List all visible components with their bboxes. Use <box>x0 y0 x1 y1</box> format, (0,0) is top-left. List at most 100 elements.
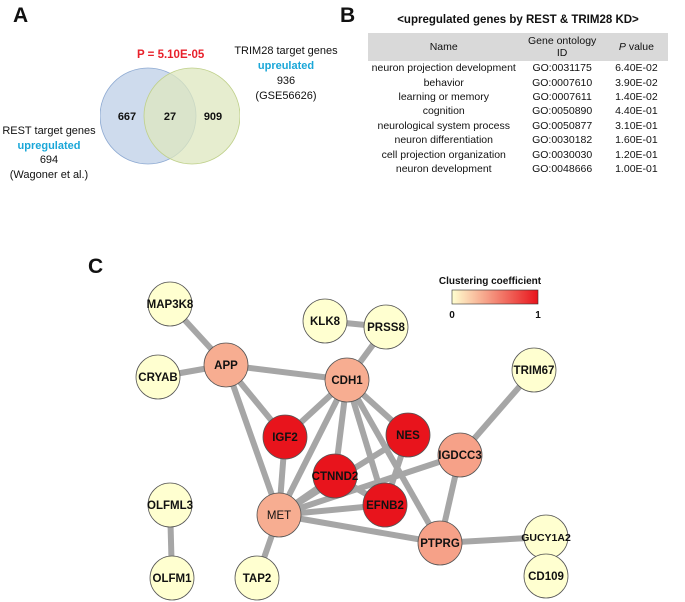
go-table-row: neuron development GO:0048666 1.00E-01 <box>368 162 668 176</box>
edge-met-ptprg <box>278 512 441 546</box>
go-term-id: GO:0030030 <box>532 148 593 161</box>
node-cryab: CRYAB <box>135 354 181 400</box>
node-nes: NES <box>385 412 431 458</box>
node-label: MET <box>267 510 291 522</box>
node-label: TRIM67 <box>514 365 555 377</box>
node-circle <box>147 482 193 528</box>
go-term-id: GO:0031175 <box>532 62 592 75</box>
node-circle <box>312 453 358 499</box>
node-circle <box>262 414 308 460</box>
edge-app-met <box>223 364 282 516</box>
edge-cdh1-met <box>276 378 350 517</box>
go-table-header: Name Gene ontology ID P value <box>368 33 668 61</box>
node-tap2: TAP2 <box>234 555 280 601</box>
go-term-id: GO:0050877 <box>532 119 593 132</box>
node-label: KLK8 <box>310 316 341 328</box>
legend-min-label: 0 <box>449 310 455 321</box>
panel-label-c: C <box>88 255 104 278</box>
rest-target-total: 694 <box>39 154 59 166</box>
node-igf2: IGF2 <box>262 414 308 460</box>
go-term-name: cell projection organization <box>381 148 506 161</box>
go-term-name: neuron development <box>395 162 492 175</box>
go-table-body: neuron projection development GO:0031175 6… <box>368 61 668 176</box>
panel-label-b: B <box>340 4 356 27</box>
rest-target-title: REST target genes <box>2 125 96 137</box>
header-name: Name <box>368 33 520 61</box>
node-label: PRSS8 <box>367 322 405 334</box>
go-table-row: cell projection organization GO:0030030 1.… <box>368 147 668 161</box>
node-efnb2: EFNB2 <box>362 482 408 528</box>
node-circle <box>437 432 483 478</box>
node-label: IGDCC3 <box>438 450 481 462</box>
go-term-name: neuron differentiation <box>394 134 493 147</box>
header-p-value: P value <box>604 33 668 61</box>
venn-count-overlap: 27 <box>164 111 176 123</box>
go-table-title: <upregulated genes by REST & TRIM28 KD> <box>397 14 639 26</box>
node-met: MET <box>256 492 302 538</box>
trim-target-label: TRIM28 target genes upreulated 936 (GSE5… <box>222 44 350 104</box>
node-label: CD109 <box>528 571 564 583</box>
go-term-id: GO:0030182 <box>532 134 593 147</box>
go-term-id: GO:0048666 <box>532 162 593 175</box>
node-circle <box>417 520 463 566</box>
trim-target-direction: upreulated <box>257 60 315 72</box>
venn-p-value: P = 5.10E-05 <box>137 49 205 61</box>
node-gucy1a2: GUCY1A2 <box>521 514 571 560</box>
node-circle <box>149 555 195 601</box>
node-circle <box>256 492 302 538</box>
rest-target-source: (Wagoner et al.) <box>9 168 89 181</box>
node-circle <box>135 354 181 400</box>
header-p-italic: P <box>618 41 626 53</box>
node-circle <box>362 482 408 528</box>
go-term-p-value: 6.40E-02 <box>615 62 658 75</box>
go-term-name: neuron projection development <box>371 62 516 75</box>
node-cd109: CD109 <box>523 553 569 599</box>
node-label: CRYAB <box>138 372 177 384</box>
node-label: GUCY1A2 <box>521 532 571 544</box>
node-label: MAP3K8 <box>147 299 194 311</box>
node-app: APP <box>203 342 249 388</box>
node-circle <box>363 304 409 350</box>
go-term-p-value: 4.40E-01 <box>615 105 658 118</box>
node-circle <box>324 357 370 403</box>
node-label: NES <box>396 430 420 442</box>
node-circle <box>385 412 431 458</box>
node-label: OLFM1 <box>153 573 193 585</box>
header-go-id: Gene ontology ID <box>519 33 605 61</box>
go-term-name: neurological system process <box>377 119 510 132</box>
node-circle <box>302 298 348 344</box>
edge-met-igdcc3 <box>278 452 461 518</box>
node-circle <box>203 342 249 388</box>
node-label: IGF2 <box>272 432 298 444</box>
venn-count-rest-only: 667 <box>118 111 136 123</box>
venn-circle-trim <box>143 67 240 165</box>
go-term-p-value: 1.60E-01 <box>615 134 658 147</box>
legend-gradient-bar <box>451 289 539 305</box>
go-term-p-value: 1.00E-01 <box>615 162 658 175</box>
clustering-legend: Clustering coefficient 0 1 <box>439 276 542 321</box>
go-term-p-value: 3.90E-02 <box>615 76 658 89</box>
go-term-id: GO:0007610 <box>532 76 593 89</box>
node-trim67: TRIM67 <box>511 347 557 393</box>
go-term-p-value: 1.20E-01 <box>615 148 658 161</box>
node-map3k8: MAP3K8 <box>147 281 194 327</box>
node-label: EFNB2 <box>366 500 404 512</box>
node-olfml3: OLFML3 <box>147 482 193 528</box>
go-term-id: GO:0050890 <box>532 105 593 118</box>
go-table-row: neuron projection development GO:0031175 6… <box>368 61 668 75</box>
node-label: OLFML3 <box>147 500 193 512</box>
go-term-name: learning or memory <box>398 90 489 103</box>
venn-count-trim-only: 909 <box>204 111 222 123</box>
go-term-id: GO:0007611 <box>532 90 592 103</box>
node-cdh1: CDH1 <box>324 357 370 403</box>
panel-label-a: A <box>13 4 29 27</box>
header-p-rest: value <box>625 41 654 53</box>
node-label: APP <box>214 360 238 372</box>
node-label: PTPRG <box>420 538 460 550</box>
node-prss8: PRSS8 <box>363 304 409 350</box>
edge-cdh1-ptprg <box>344 378 443 545</box>
